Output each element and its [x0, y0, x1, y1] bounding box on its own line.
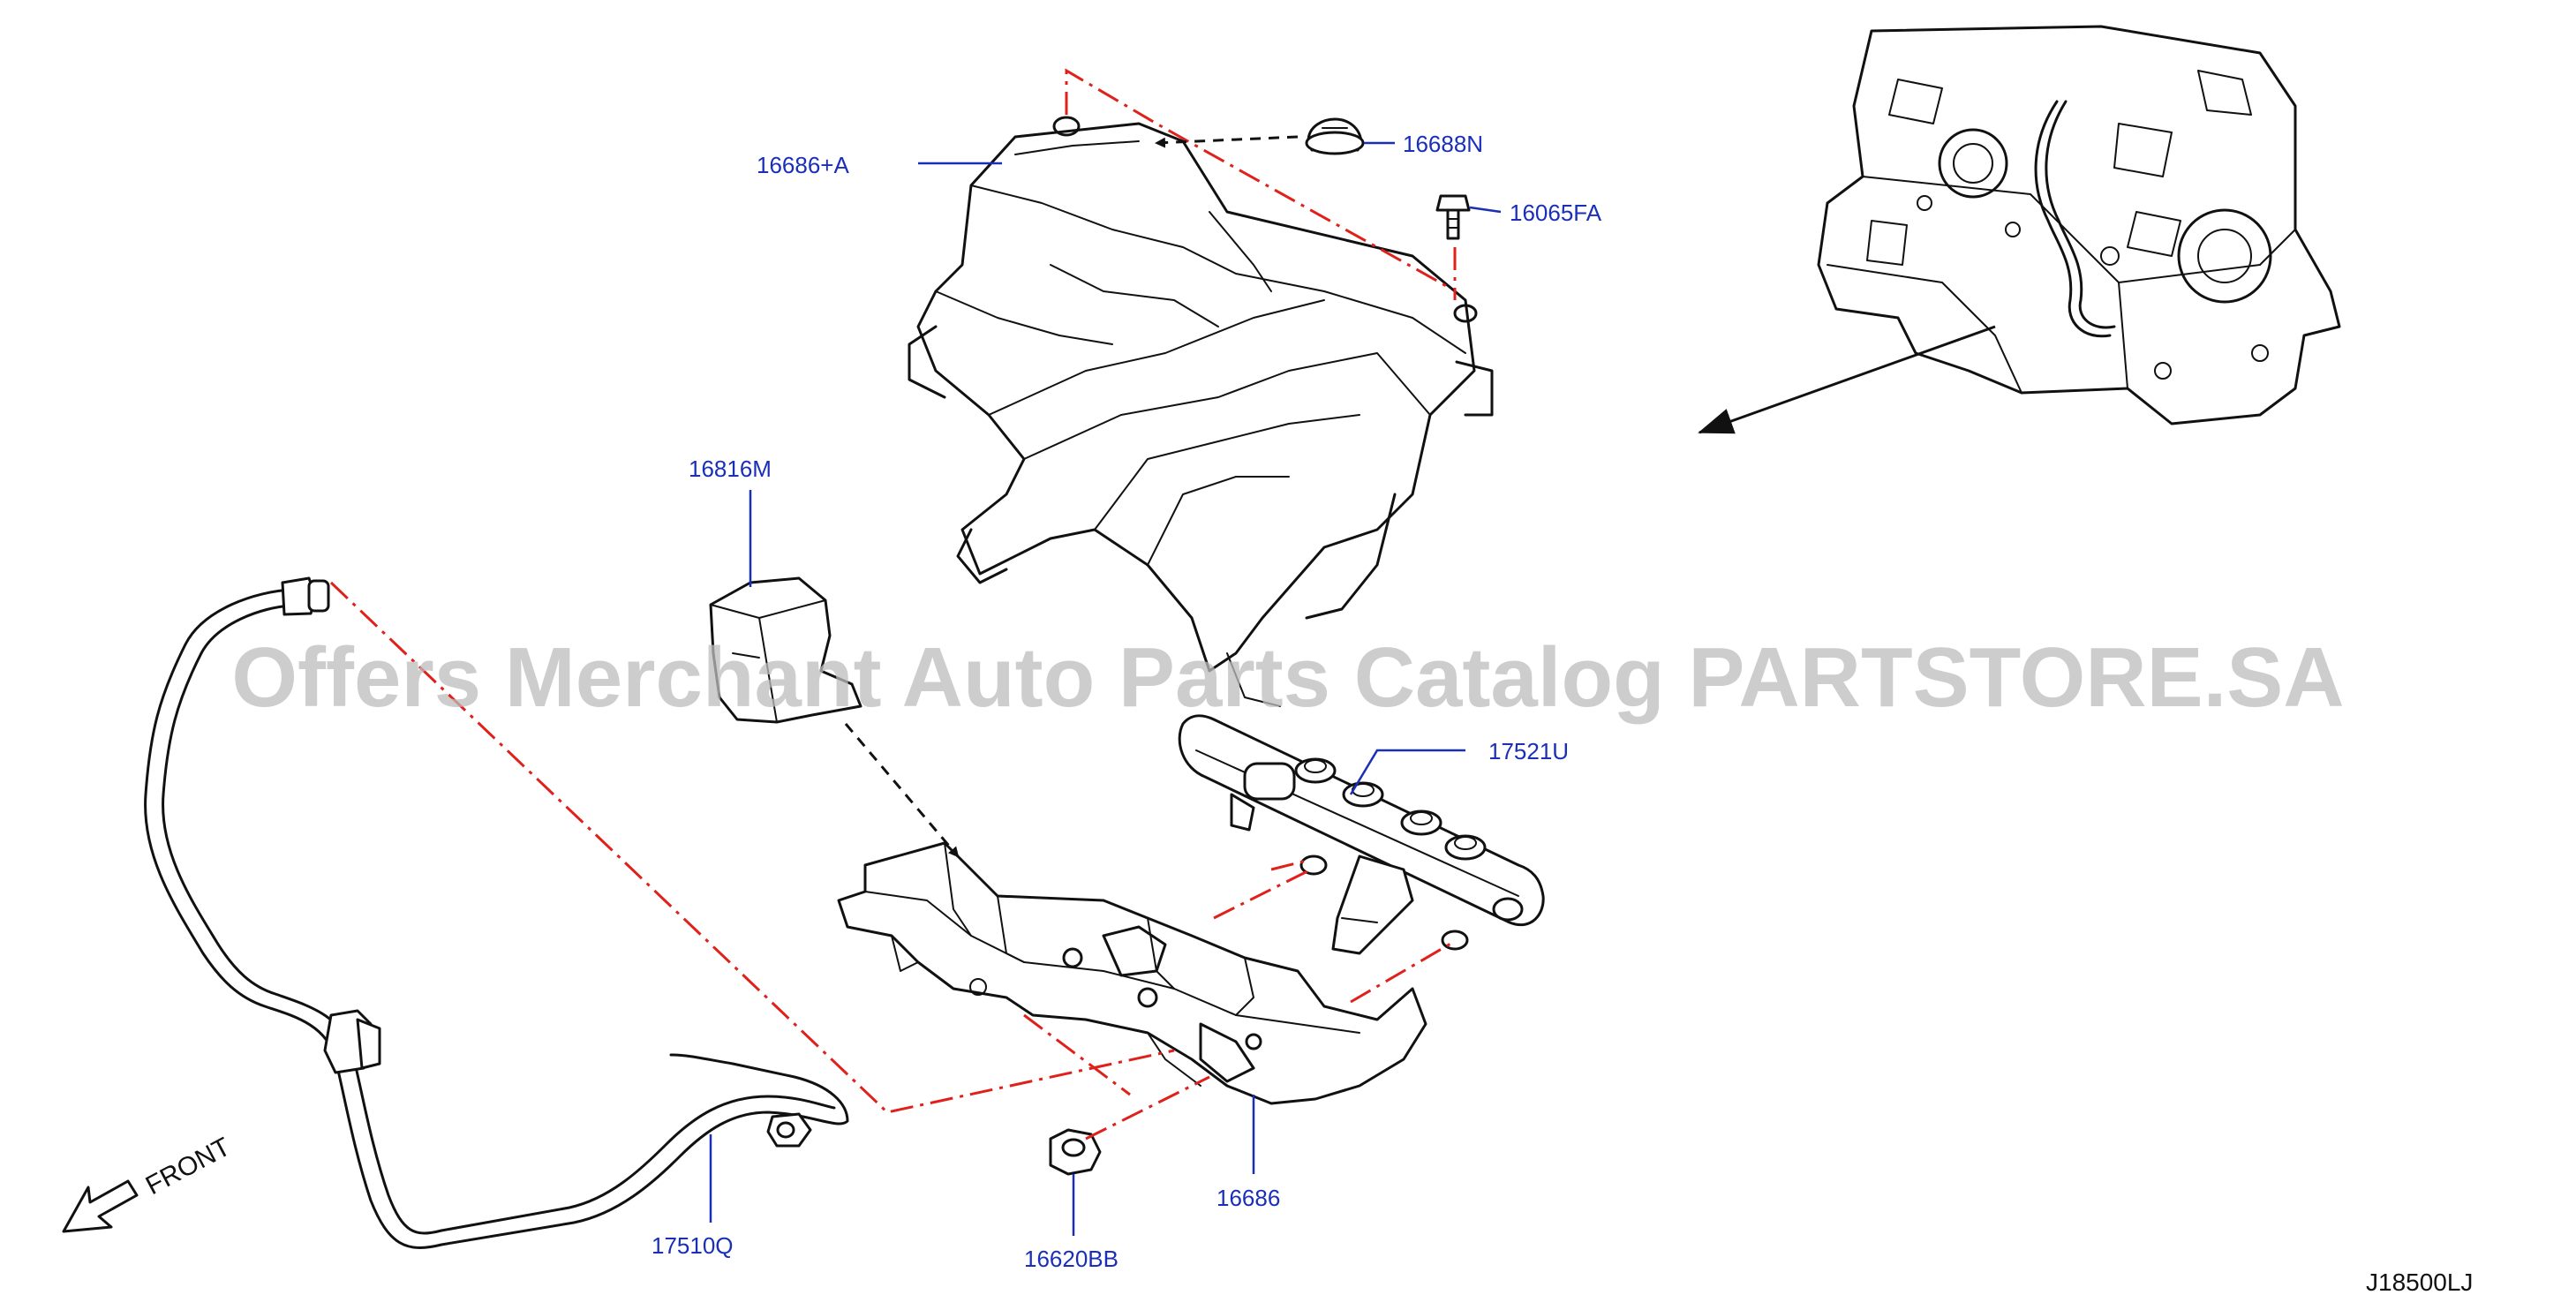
engine-cover-illustration — [908, 116, 1494, 707]
front-label: FRONT — [141, 1133, 236, 1201]
injector-row — [1243, 757, 1487, 861]
bolt-16065fa-illustration — [1435, 194, 1471, 240]
label-17521u[interactable]: 17521U — [1488, 738, 1569, 764]
cover-16816m-illustration — [709, 576, 862, 724]
label-leaders — [709, 141, 1502, 1236]
engine-reference-arrow — [1698, 325, 1996, 434]
fuel-rail-17521u-illustration — [1178, 714, 1545, 955]
label-16686[interactable]: 16686 — [1216, 1185, 1280, 1211]
label-16688n[interactable]: 16688N — [1403, 131, 1483, 157]
label-16620bb[interactable]: 16620BB — [1024, 1246, 1119, 1272]
hose-17510q-illustration — [144, 576, 849, 1249]
nut-16620bb-illustration — [1049, 1128, 1102, 1176]
label-17510q[interactable]: 17510Q — [652, 1232, 734, 1259]
clip-arrow-line — [1155, 135, 1299, 148]
diagram-code: J18500LJ — [2366, 1269, 2473, 1296]
bracket-16686-illustration — [837, 841, 1427, 1105]
label-16065fa[interactable]: 16065FA — [1510, 200, 1602, 226]
watermark-text: Offers Merchant Auto Parts Catalog PARTS… — [231, 630, 2344, 725]
red-reference-lines — [329, 68, 1457, 1141]
cover-arrow-line — [844, 723, 960, 858]
engine-block-illustration — [1817, 25, 2341, 425]
front-direction-indicator: FRONT — [62, 1133, 236, 1233]
clip-16688n-illustration — [1305, 117, 1365, 155]
front-arrow-icon — [62, 1179, 139, 1233]
label-16686-a[interactable]: 16686+A — [757, 152, 849, 178]
label-16816m[interactable]: 16816M — [689, 455, 772, 482]
